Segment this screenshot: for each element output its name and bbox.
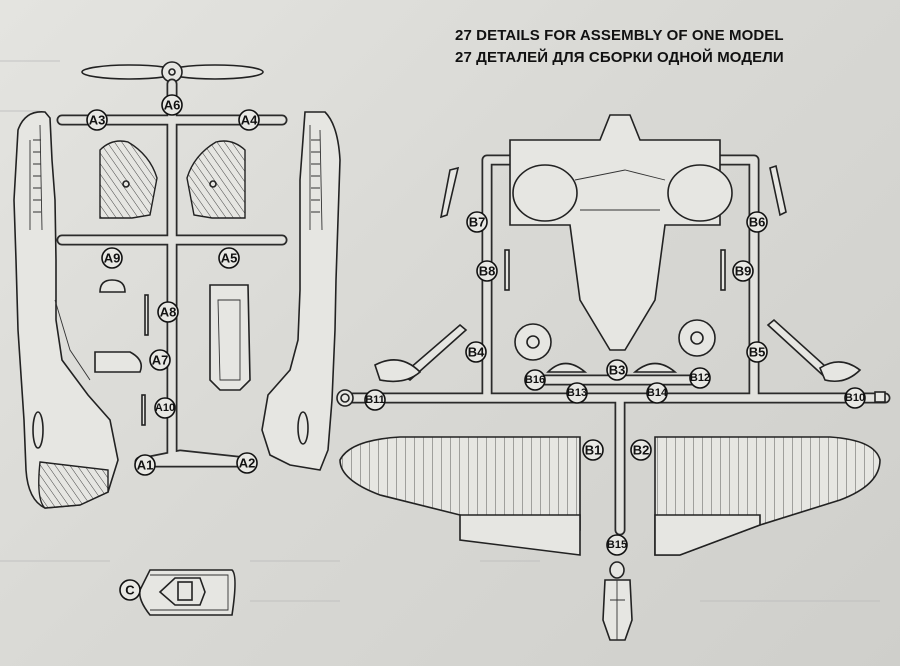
rod-part	[144, 294, 149, 336]
tailplane-left	[99, 140, 158, 219]
label-b7: B7	[466, 211, 488, 233]
rod-part-2	[141, 394, 146, 426]
label-a3-text: A3	[89, 113, 106, 128]
half-disc-b13	[546, 362, 588, 373]
label-b11: B11	[364, 389, 386, 411]
label-a8: A8	[157, 301, 179, 323]
label-b6: B6	[746, 211, 768, 233]
label-b5-text: B5	[749, 345, 766, 360]
label-b10: B10	[844, 387, 866, 409]
label-a5: A5	[218, 247, 240, 269]
label-b1-text: B1	[585, 443, 602, 458]
label-b14-text: B14	[647, 387, 668, 399]
label-b7-text: B7	[469, 215, 486, 230]
fuselage-right-half	[261, 111, 341, 471]
label-a2: A2	[236, 452, 258, 474]
label-b4: B4	[465, 341, 487, 363]
label-a9: A9	[101, 247, 123, 269]
bulkhead-part	[99, 279, 126, 293]
half-disc-b14	[632, 362, 678, 373]
rod-b8	[504, 249, 510, 291]
label-a6: A6	[161, 94, 183, 116]
fuselage-top-part	[509, 114, 733, 351]
label-a6-text: A6	[164, 98, 181, 113]
label-a9-text: A9	[104, 251, 121, 266]
title-english: 27 DETAILS FOR ASSEMBLY OF ONE MODEL	[455, 27, 784, 44]
tailwheel-b10	[874, 391, 886, 403]
label-b12: B12	[689, 367, 711, 389]
label-b9-text: B9	[735, 264, 752, 279]
label-b4-text: B4	[468, 345, 485, 360]
gear-leg-b4	[400, 323, 468, 381]
label-b15: B15	[606, 534, 628, 556]
label-b5: B5	[746, 341, 768, 363]
fuselage-left-half	[13, 111, 119, 509]
label-a4-text: A4	[241, 113, 258, 128]
sprue-b	[336, 114, 891, 641]
label-a1-text: A1	[137, 458, 154, 473]
bleed-through-text	[0, 60, 880, 602]
label-b15-text: B15	[607, 539, 627, 551]
label-a8-text: A8	[160, 305, 177, 320]
rod-b9	[720, 249, 726, 291]
label-b13: B13	[566, 382, 588, 404]
label-c-text: C	[125, 583, 135, 598]
strut-b6	[769, 164, 787, 217]
part-c-canopy	[138, 569, 236, 616]
label-c: C	[119, 579, 141, 601]
label-b11-text: B11	[365, 394, 385, 406]
title-russian: 27 ДЕТАЛЕЙ ДЛЯ СБОРКИ ОДНОЙ МОДЕЛИ	[455, 49, 784, 66]
label-b16: B16	[524, 369, 546, 391]
strut-b7	[439, 166, 460, 219]
label-b8: B8	[476, 260, 498, 282]
label-b9: B9	[732, 260, 754, 282]
label-a10-text: A10	[155, 402, 175, 414]
sprue-a	[13, 61, 341, 509]
label-b2-text: B2	[633, 443, 650, 458]
label-b6-text: B6	[749, 215, 766, 230]
pilot-figure	[602, 561, 633, 641]
label-b14: B14	[646, 382, 668, 404]
label-b3: B3	[606, 359, 628, 381]
label-a10: A10	[154, 397, 176, 419]
label-a2-text: A2	[239, 456, 256, 471]
label-b3-text: B3	[609, 363, 626, 378]
label-a7-text: A7	[152, 353, 169, 368]
cowling-part	[209, 284, 251, 391]
label-a3: A3	[86, 109, 108, 131]
propeller-part	[81, 61, 264, 83]
label-b10-text: B10	[845, 392, 865, 404]
seat-part	[94, 351, 143, 373]
tailplane-right	[186, 140, 246, 219]
lower-wing-part	[339, 436, 881, 556]
label-b2: B2	[630, 439, 652, 461]
label-b8-text: B8	[479, 264, 496, 279]
label-a5-text: A5	[221, 251, 238, 266]
label-b16-text: B16	[525, 374, 545, 386]
label-b12-text: B12	[690, 372, 710, 384]
label-a4: A4	[238, 109, 260, 131]
label-a7: A7	[149, 349, 171, 371]
label-a1: A1	[134, 454, 156, 476]
label-b1: B1	[582, 439, 604, 461]
label-b13-text: B13	[567, 387, 587, 399]
